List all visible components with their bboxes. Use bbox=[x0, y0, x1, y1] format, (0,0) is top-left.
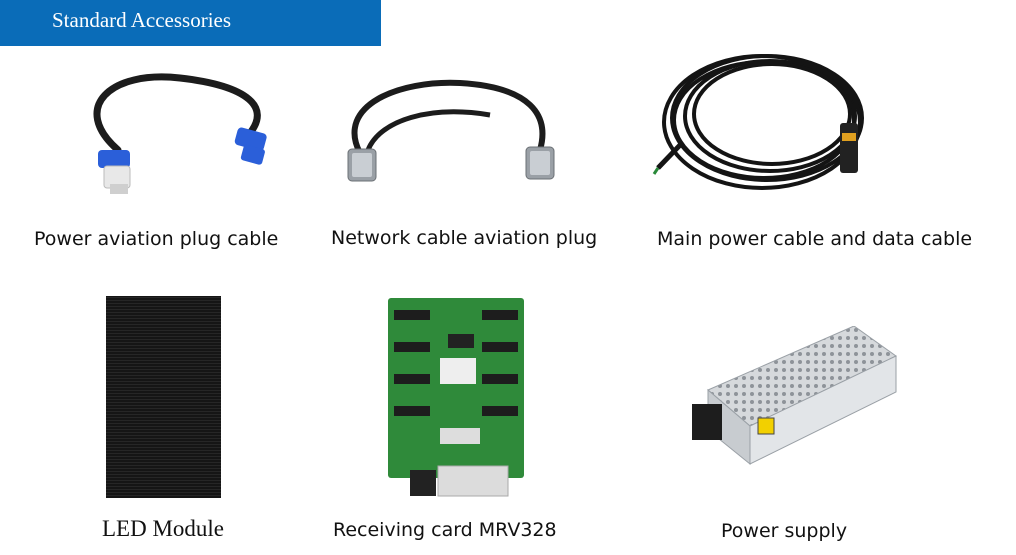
product-caption: Main power cable and data cable bbox=[657, 228, 973, 250]
receiving-card-icon bbox=[388, 298, 524, 497]
led-module-icon bbox=[106, 296, 221, 498]
section-title: Standard Accessories bbox=[52, 8, 232, 32]
product-caption: Receiving card MRV328 bbox=[333, 519, 557, 541]
network-cable-icon bbox=[347, 79, 555, 182]
power-supply-icon bbox=[692, 326, 897, 466]
product-caption: LED Module bbox=[102, 516, 225, 541]
main-cable-coil-icon bbox=[652, 54, 864, 190]
product-caption: Network cable aviation plug bbox=[331, 227, 598, 249]
product-caption: Power supply bbox=[721, 520, 848, 542]
product-caption: Power aviation plug cable bbox=[34, 228, 279, 250]
power-cable-icon bbox=[93, 73, 267, 194]
section-header: Standard Accessories bbox=[0, 0, 381, 46]
